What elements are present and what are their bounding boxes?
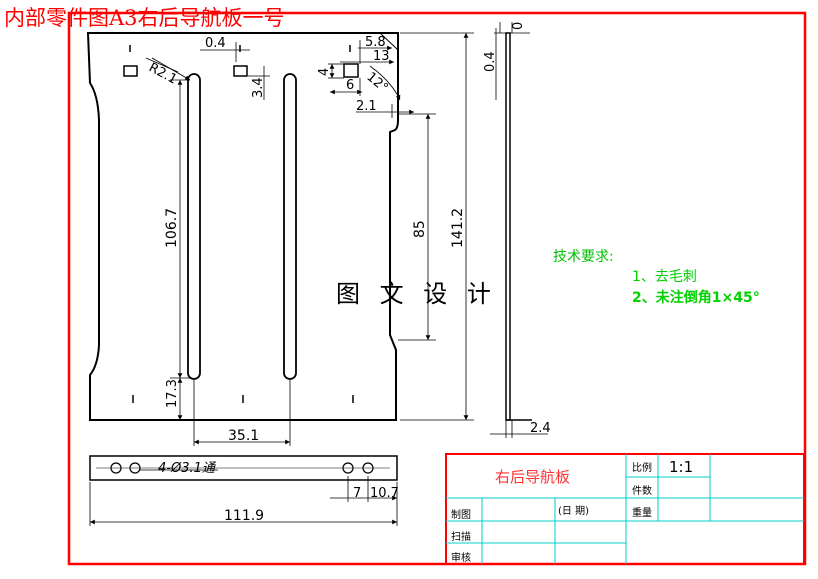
dim-4-text: 4	[317, 68, 332, 76]
plate-outline	[86, 32, 399, 421]
dim-5-8-text: 5.8	[365, 35, 386, 50]
dim-17-3-text: 17.3	[165, 379, 180, 408]
title-block-scale-value: 1:1	[669, 458, 694, 476]
slot-right	[283, 73, 297, 380]
side-dim-0-4-text: 0.4	[483, 51, 498, 72]
dim-141-2-text: 141.2	[450, 208, 466, 248]
dim-10-7-text: 10.7	[370, 486, 399, 501]
dim-3-4-text: 3.4	[251, 77, 266, 98]
title-block-review-label: 审核	[451, 553, 471, 564]
title-block-count-label: 件数	[632, 486, 652, 497]
dim-2-1-text: 2.1	[356, 99, 377, 114]
watermark-text: 图 文 设 计	[336, 280, 497, 308]
side-dim-top-text: 0	[511, 22, 526, 30]
dim-0-4-top-text: 0.4	[205, 36, 226, 51]
title-block-scale-label: 比例	[632, 463, 652, 474]
title-block-weight-label: 重量	[632, 508, 652, 519]
dim-angle-arc	[369, 65, 401, 101]
hole-note-text: 4-Ø3.1通	[158, 461, 217, 476]
tab-3	[343, 63, 359, 78]
dim-85-text: 85	[412, 220, 428, 238]
dim-111-9-text: 111.9	[224, 508, 264, 524]
tab-1	[123, 65, 138, 77]
title-block	[445, 453, 805, 565]
side-dim-2-4-text: 2.4	[530, 421, 551, 436]
requirement-item-1: 1、去毛刺	[632, 269, 697, 285]
bottom-view	[89, 455, 398, 481]
dim-35-1-text: 35.1	[228, 428, 259, 444]
plate-chamfer	[379, 32, 399, 51]
dim-12deg-text: 12°	[363, 70, 390, 96]
dim-13-text: 13	[373, 49, 390, 64]
slot-left	[187, 73, 201, 380]
dim-106-7-text: 106.7	[164, 208, 180, 248]
tab-2	[233, 65, 248, 77]
dim-r-text: R2.1	[146, 60, 179, 87]
dim-7-text: 7	[353, 486, 361, 501]
title-block-part-name: 右后导航板	[495, 468, 571, 486]
side-view	[505, 32, 511, 421]
dim-6-text: 6	[346, 78, 354, 93]
sheet-frame	[67, 11, 807, 566]
title-block-scan-label: 扫描	[451, 532, 471, 543]
requirement-item-2: 2、未注倒角1×45°	[632, 290, 760, 306]
page-title: 内部零件图A3右后导航板一号	[4, 6, 285, 30]
title-block-date-label: (日 期)	[558, 506, 589, 517]
requirements-heading: 技术要求:	[553, 249, 614, 265]
title-block-draw-label: 制图	[451, 510, 471, 521]
dim-r-base	[145, 57, 179, 73]
